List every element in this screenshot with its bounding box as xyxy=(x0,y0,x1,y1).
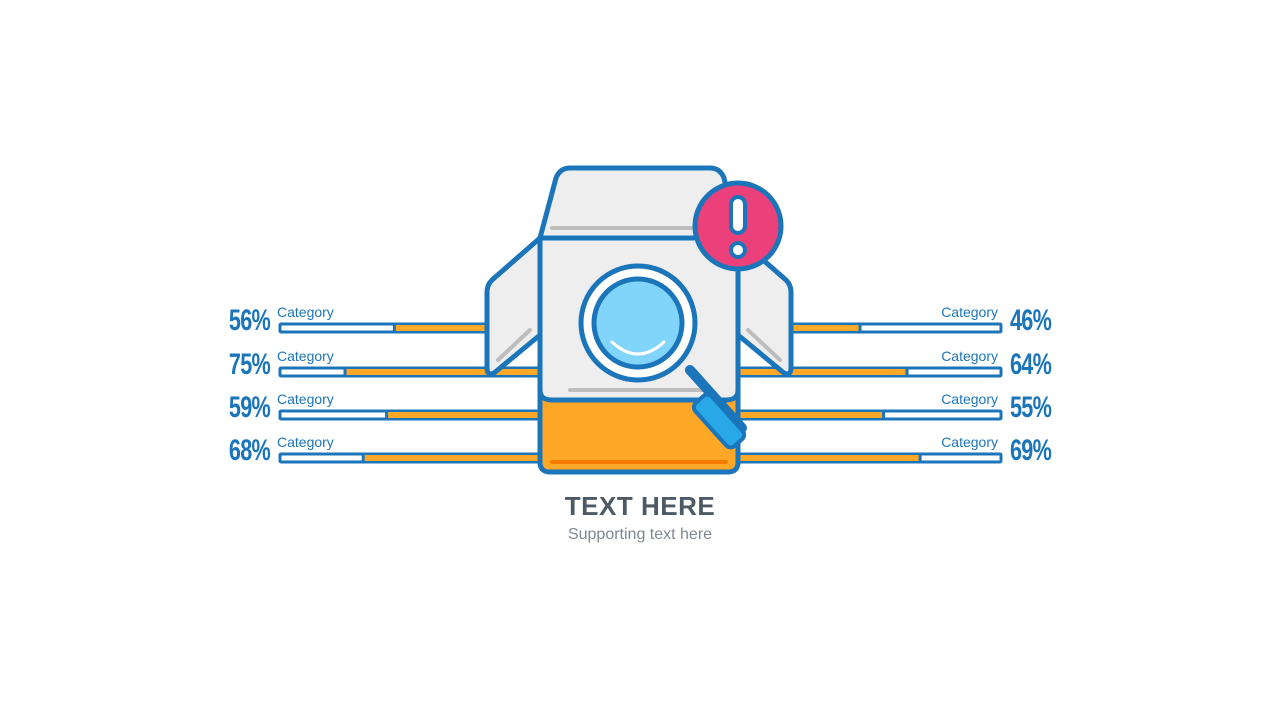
bar-fill-right-4 xyxy=(720,455,921,461)
bar-fill-right-2 xyxy=(720,369,908,375)
page-title: TEXT HERE xyxy=(564,491,716,521)
exclamation-alert-icon xyxy=(692,180,784,272)
category-label-right-3: Category xyxy=(941,391,998,407)
percent-label-right-2: 64% xyxy=(1010,348,1052,381)
category-label-left-4: Category xyxy=(277,434,334,450)
category-label-right-4: Category xyxy=(941,434,998,450)
category-label-left-3: Category xyxy=(277,391,334,407)
category-label-right-2: Category xyxy=(941,348,998,364)
bar-fill-left-1 xyxy=(394,325,560,331)
percent-label-left-1: 56% xyxy=(228,304,271,337)
package-box-icon xyxy=(484,165,794,475)
magnifying-glass-icon xyxy=(578,263,747,450)
bar-fill-left-2 xyxy=(345,369,560,375)
bar-fill-left-3 xyxy=(386,412,560,418)
percent-label-left-4: 68% xyxy=(228,434,271,467)
percent-label-left-3: 59% xyxy=(228,391,271,424)
category-label-left-1: Category xyxy=(277,304,334,320)
percent-label-left-2: 75% xyxy=(228,348,271,381)
percent-label-right-1: 46% xyxy=(1010,304,1052,337)
page-subtitle: Supporting text here xyxy=(567,526,713,543)
category-label-right-1: Category xyxy=(941,304,998,320)
percent-label-right-4: 69% xyxy=(1010,434,1052,467)
percent-label-right-3: 55% xyxy=(1010,391,1052,424)
bar-fill-right-3 xyxy=(720,412,884,418)
bar-fill-left-4 xyxy=(363,455,560,461)
category-label-left-2: Category xyxy=(277,348,334,364)
